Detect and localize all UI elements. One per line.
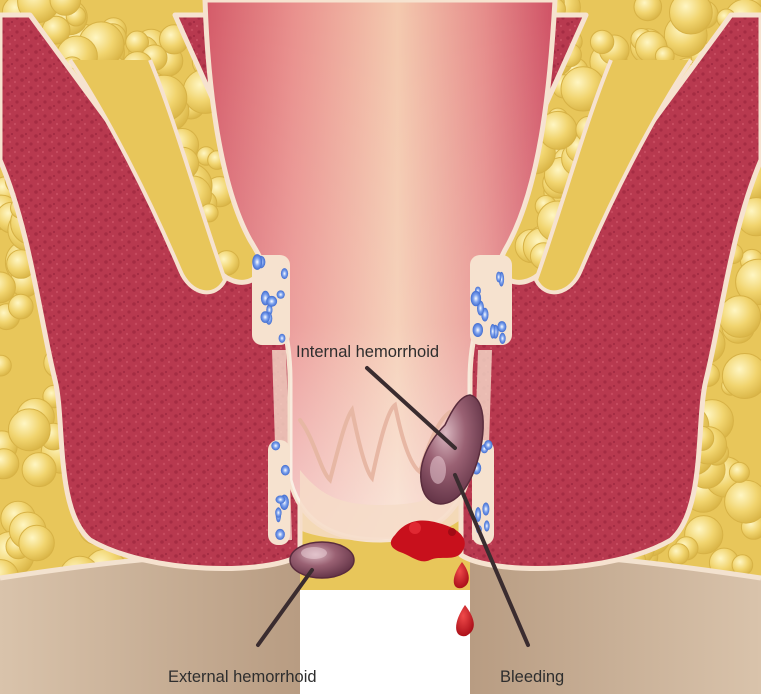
fat-cell: [728, 461, 750, 483]
blood-drop-upper: [453, 562, 469, 589]
external-hemorrhoid: [289, 541, 355, 579]
fat-cell: [724, 479, 761, 524]
vein: [280, 464, 290, 476]
vein: [266, 295, 278, 307]
vein: [252, 254, 263, 270]
fat-cell: [718, 295, 761, 338]
bleeding: [390, 520, 474, 637]
vein: [275, 507, 282, 518]
fat-cell: [633, 0, 663, 22]
vein: [260, 311, 270, 323]
fat-cell: [589, 29, 615, 55]
vein: [271, 441, 281, 451]
vein: [475, 507, 482, 522]
pointer-lines: [256, 366, 530, 647]
vein: [472, 323, 483, 337]
fat-cell: [0, 354, 12, 377]
vein: [497, 321, 507, 333]
vein: [470, 290, 482, 307]
fat-cell: [7, 408, 51, 452]
pointer-internal: [365, 366, 457, 450]
label-bleeding: Bleeding: [500, 668, 564, 686]
vein: [499, 332, 506, 344]
vein: [275, 528, 285, 540]
pointer-external: [256, 568, 314, 647]
fat-cell: [21, 452, 57, 488]
vein: [280, 268, 289, 280]
vein: [482, 502, 490, 516]
fat-cell: [49, 0, 82, 16]
vein: [484, 440, 493, 450]
label-external-hemorrhoid: External hemorrhoid: [168, 668, 317, 686]
vein: [278, 333, 286, 343]
internal-hemorrhoid: [420, 394, 484, 505]
vein: [490, 324, 496, 339]
pointer-bleeding: [453, 473, 530, 647]
vein: [275, 495, 286, 504]
label-internal-hemorrhoid: Internal hemorrhoid: [296, 343, 439, 361]
fat-cell: [0, 448, 20, 480]
fat-cell: [669, 0, 713, 35]
fat-cell: [721, 353, 761, 399]
vein-clusters: [252, 254, 512, 545]
fat-cell: [18, 524, 55, 562]
vein: [484, 520, 490, 532]
fat-cell: [7, 293, 34, 320]
vein: [496, 271, 502, 283]
fat-cell: [667, 543, 690, 565]
fat-cell: [735, 258, 761, 306]
fat-cell: [0, 271, 16, 304]
blood-drop-lower: [456, 605, 474, 637]
vein: [276, 290, 285, 299]
